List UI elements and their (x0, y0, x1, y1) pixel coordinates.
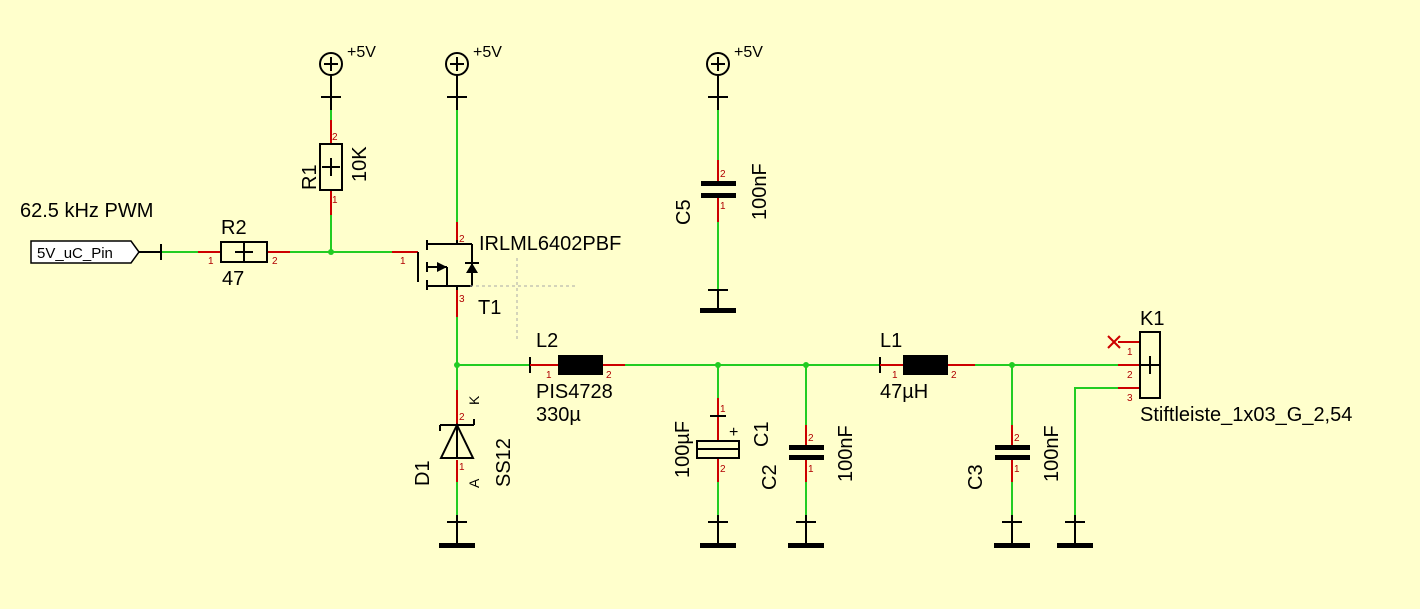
c2-ref: C2 (759, 464, 781, 490)
k1-ref: K1 (1140, 308, 1164, 330)
resistor-r2[interactable]: 1 2 R2 47 (198, 217, 290, 290)
pin-number: 1 (400, 256, 406, 267)
ground-d1[interactable] (439, 515, 475, 548)
pin-number: 1 (332, 195, 338, 206)
pin-number: 2 (459, 412, 465, 423)
ground-c3[interactable] (994, 515, 1030, 548)
ground-c1[interactable] (700, 515, 736, 548)
pin-number: 3 (1127, 393, 1133, 404)
l1-value: 47µH (880, 381, 928, 403)
ground-k1[interactable] (1057, 515, 1093, 548)
r1-ref: R1 (299, 164, 321, 190)
c5-value: 100nF (749, 163, 771, 220)
d1-anode: A (466, 478, 482, 488)
capacitor-c3[interactable]: 2 1 C3 100nF (965, 425, 1063, 490)
pin-number: 1 (720, 404, 726, 415)
pin-number: 1 (1127, 347, 1133, 358)
l2-ref: L2 (536, 330, 558, 352)
net-label-title: 62.5 kHz PWM (20, 200, 153, 222)
pin-number: 2 (951, 370, 957, 381)
wires (161, 110, 1118, 515)
pin-number: 2 (1014, 433, 1020, 444)
supply-5v-t1[interactable]: +5V (445, 44, 502, 110)
capacitor-c2[interactable]: 2 1 C2 100nF (759, 425, 857, 490)
pin-number: 2 (720, 464, 726, 475)
t1-ref: T1 (478, 297, 501, 319)
pin-number: 2 (1127, 370, 1133, 381)
r1-value: 10K (349, 146, 371, 182)
k1-value: Stiftleiste_1x03_G_2,54 (1140, 404, 1352, 426)
t1-value: IRLML6402PBF (479, 233, 621, 255)
supply-label: +5V (347, 44, 376, 61)
pin-number: 2 (459, 234, 465, 245)
pin-number: 1 (208, 256, 214, 267)
pin-number: 2 (606, 370, 612, 381)
pin-number: 1 (808, 464, 814, 475)
c3-value: 100nF (1041, 425, 1063, 482)
connector-k1[interactable]: 1 2 3 K1 Stiftleiste_1x03_G_2,54 (1107, 308, 1352, 426)
net-label-pwm[interactable]: 62.5 kHz PWM 5V_uC_Pin (20, 200, 162, 264)
l1-ref: L1 (880, 330, 902, 352)
r2-ref: R2 (221, 217, 247, 239)
ground-c2[interactable] (788, 515, 824, 548)
l2-part: PIS4728 (536, 381, 613, 403)
c2-value: 100nF (835, 425, 857, 482)
supply-label: +5V (473, 44, 502, 61)
d1-cathode: K (466, 395, 482, 405)
c1-ref: C1 (751, 421, 773, 447)
pin-number: 2 (272, 256, 278, 267)
pin-number: 1 (720, 201, 726, 212)
inductor-l2[interactable]: 1 2 L2 PIS4728 330µ (529, 330, 625, 426)
l2-value: 330µ (536, 404, 581, 426)
pin-number: 2 (720, 169, 726, 180)
junction-dots (328, 249, 1015, 368)
pin-number: 1 (892, 370, 898, 381)
c1-polarity: + (729, 424, 738, 441)
supply-label: +5V (734, 44, 763, 61)
capacitor-c5[interactable]: 2 1 C5 100nF (673, 160, 771, 313)
net-label-port: 5V_uC_Pin (37, 245, 113, 262)
c5-ref: C5 (673, 199, 695, 225)
pin-number: 2 (808, 433, 814, 444)
supply-5v-c5[interactable]: +5V (706, 44, 763, 110)
resistor-r1[interactable]: 2 1 R1 10K (299, 120, 371, 215)
capacitor-c1[interactable]: + 1 2 100µF C1 (672, 398, 773, 482)
pin-number: 1 (546, 370, 552, 381)
d1-value: SS12 (493, 438, 515, 487)
mosfet-t1[interactable]: 1 2 3 IRLML6402PBF T1 (392, 222, 621, 340)
c1-value: 100µF (672, 421, 694, 478)
pin-number: 1 (459, 462, 465, 473)
pin-number: 2 (332, 132, 338, 143)
d1-ref: D1 (412, 460, 434, 486)
pin-number: 3 (459, 294, 465, 305)
pin-number: 1 (1014, 464, 1020, 475)
supply-5v-r1[interactable]: +5V (319, 44, 376, 110)
c3-ref: C3 (965, 464, 987, 490)
inductor-l1[interactable]: 1 2 L1 47µH (879, 330, 975, 403)
r2-value: 47 (222, 268, 244, 290)
diode-d1[interactable]: 2 1 K A D1 SS12 (412, 390, 515, 488)
